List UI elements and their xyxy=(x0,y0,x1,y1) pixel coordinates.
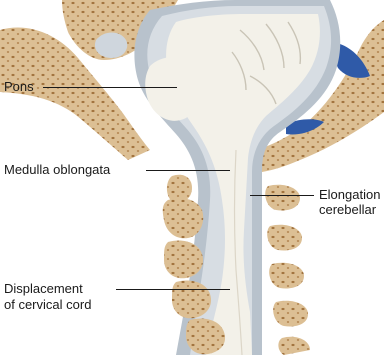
spinous-1 xyxy=(265,185,300,211)
label-elongation-line2: cerebellar xyxy=(319,202,376,217)
leader-elongation xyxy=(250,195,314,196)
spinous-4 xyxy=(273,301,308,327)
label-displacement-line2: of cervical cord xyxy=(4,297,91,312)
leader-medulla-oblongata xyxy=(146,170,230,171)
leader-displacement xyxy=(116,289,230,290)
spinous-3 xyxy=(269,263,304,289)
spinous-5 xyxy=(278,337,310,355)
label-pons: Pons xyxy=(4,79,34,94)
spinous-2 xyxy=(267,225,302,251)
label-elongation-line1: Elongation xyxy=(319,187,380,202)
label-displacement-line1: Displacement xyxy=(4,281,83,296)
leader-pons xyxy=(43,87,177,88)
label-medulla-oblongata: Medulla oblongata xyxy=(4,162,110,177)
vertebra-2 xyxy=(163,198,203,238)
pons-bulge xyxy=(145,57,199,121)
